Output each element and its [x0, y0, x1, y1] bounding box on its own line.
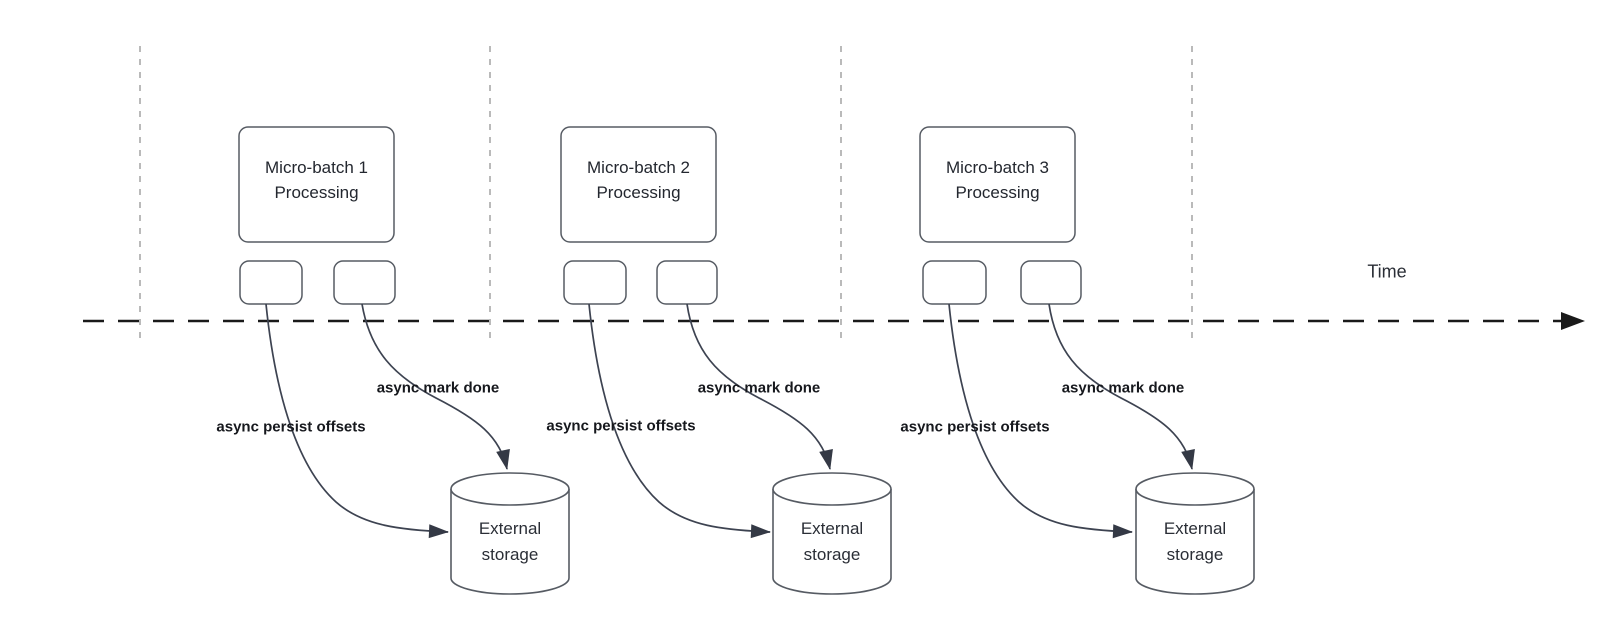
batch-3-task-box-left — [922, 260, 987, 305]
batch-3-storage-cylinder-body — [1135, 489, 1255, 595]
batch-1-markdone-arrow — [361, 303, 510, 470]
batch-3-storage-cylinder-top — [1135, 472, 1255, 506]
batch-3-markdone-arrow — [1048, 303, 1195, 470]
batch-2-processing-box — [560, 126, 717, 243]
batch-1-storage-cylinder-top — [450, 472, 570, 506]
batch-1-processing-box — [238, 126, 395, 243]
batch-2-task-box-right — [656, 260, 718, 305]
batch-3-processing-box — [919, 126, 1076, 243]
time-axis-arrowhead-icon — [1561, 312, 1585, 330]
batch-2-markdone-arrow — [686, 303, 833, 470]
batch-2-storage-cylinder-top — [772, 472, 892, 506]
batch-3-task-box-right — [1020, 260, 1082, 305]
batch-2-task-box-left — [563, 260, 627, 305]
batch-1-persist-arrow — [265, 303, 449, 539]
batch-1-storage-cylinder-body — [450, 489, 570, 595]
batch-2-storage-cylinder-body — [772, 489, 892, 595]
batch-3-persist-arrow — [948, 303, 1133, 539]
batch-2-persist-arrow — [588, 303, 771, 539]
batch-1-task-box-left — [239, 260, 303, 305]
batch-1-task-box-right — [333, 260, 396, 305]
